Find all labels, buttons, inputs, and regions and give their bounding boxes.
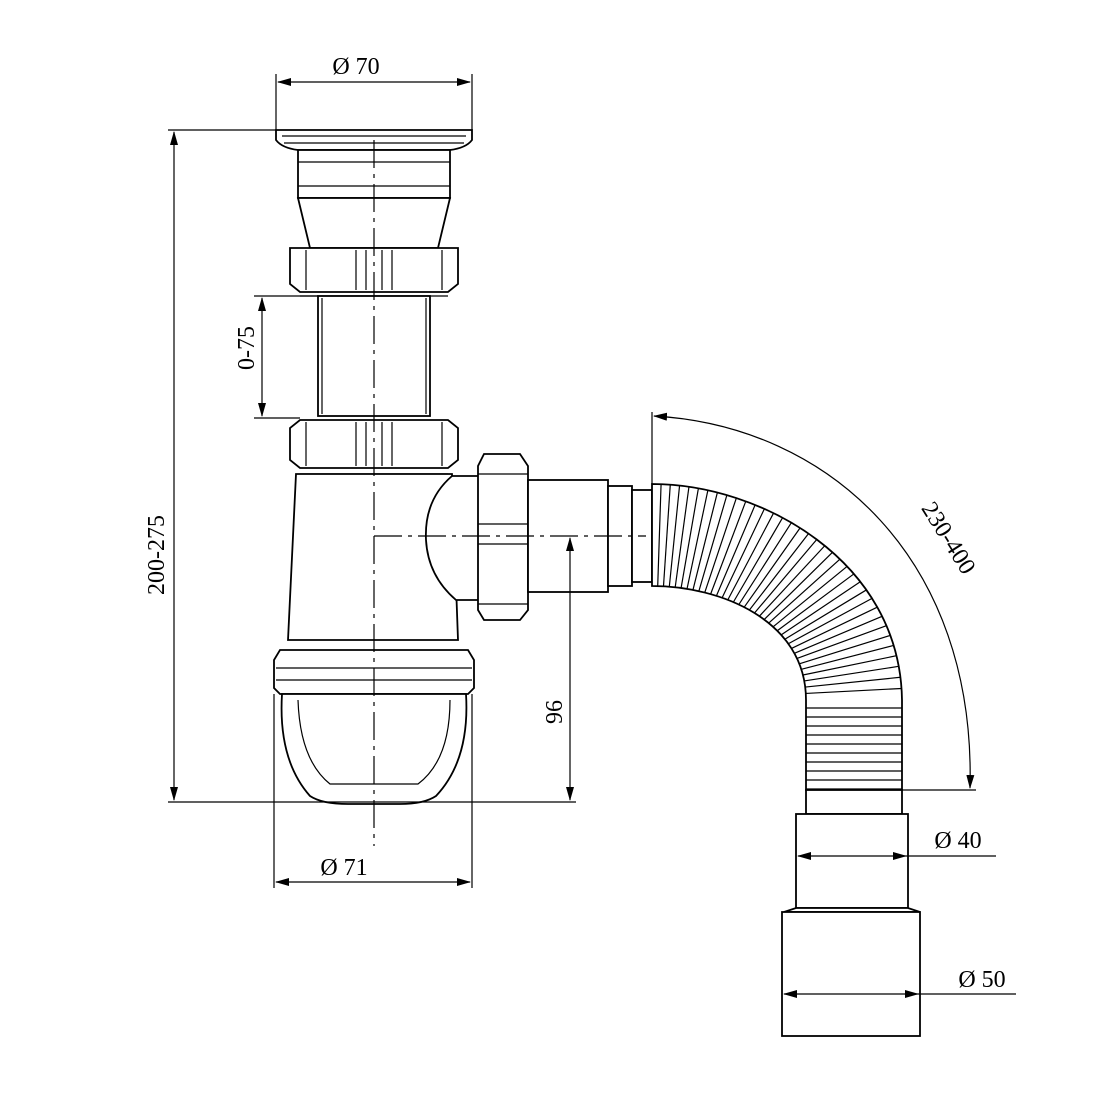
label-total-height: 200-275 [144,515,170,595]
dimension-hose-40: Ø 40 [797,828,996,860]
label-hose-50: Ø 50 [958,967,1005,993]
side-branch-boss [425,475,483,601]
dimension-total-height: 200-275 [144,129,576,803]
dimension-extension: 0-75 [234,295,318,419]
hose-collar [805,789,903,815]
label-extension: 0-75 [234,326,260,370]
corrugated-hose [651,483,903,791]
label-hose-40: Ø 40 [934,828,981,854]
bottle-body [287,473,459,641]
hose-50-sleeve [781,911,921,1037]
side-outlet [477,453,653,621]
upper-nut [289,247,459,293]
dimension-outlet-height: 96 [542,537,574,801]
label-top-diameter: Ø 70 [332,54,379,80]
siphon-body [273,129,483,805]
hose-end-fittings [781,789,921,1037]
lower-nut [289,419,459,469]
label-hose-length: 230-400 [916,497,980,579]
dimension-hose-50: Ø 50 [783,967,1016,998]
hose-40-sleeve [795,813,909,909]
dimension-bottom-diameter: Ø 71 [273,694,473,888]
label-outlet-height: 96 [542,700,568,724]
outlet-union-nut [477,453,529,621]
dimension-top-diameter: Ø 70 [275,54,473,130]
label-bottom-diameter: Ø 71 [320,855,367,881]
